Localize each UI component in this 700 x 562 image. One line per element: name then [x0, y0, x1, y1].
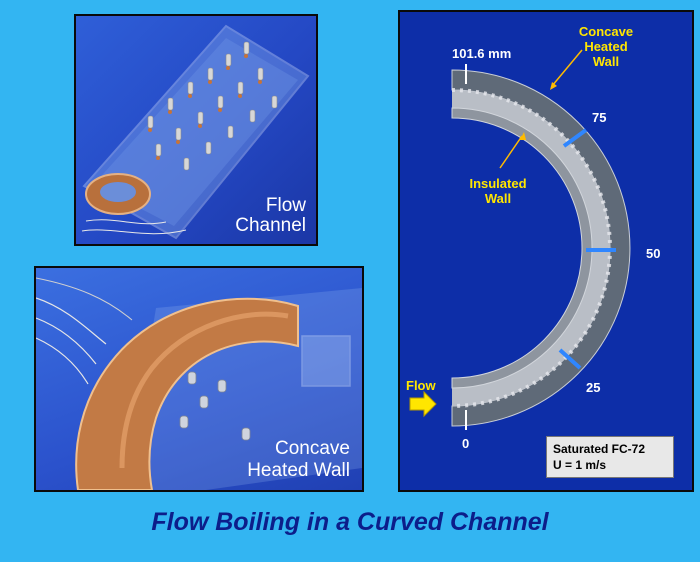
- station-25-label: 25: [586, 380, 601, 395]
- concave-wall-leader: [551, 49, 583, 87]
- curved-channel-schematic: 101.6 mm Concave Heated Wall Insulated W…: [398, 10, 694, 492]
- fluid-text: Saturated FC-72: [553, 442, 646, 456]
- station-25-marker: [558, 348, 582, 370]
- label-line: Concave: [578, 24, 634, 39]
- concave-heated-wall-photo: Concave Heated Wall: [34, 266, 364, 492]
- flow-channel-photo: Flow Channel: [74, 14, 318, 246]
- heated-wall-caption: Concave Heated Wall: [247, 438, 350, 482]
- flow-channel-illustration: [81, 24, 310, 240]
- heated-wall-illustration: [36, 277, 362, 490]
- caption-line: Heated Wall: [247, 460, 350, 481]
- caption-line: Channel: [235, 215, 306, 236]
- insulated-wall-label: Insulated Wall: [450, 176, 546, 206]
- label-line: Heated: [584, 39, 628, 54]
- station-50-label: 50: [646, 246, 661, 261]
- station-75-label: 75: [592, 110, 607, 125]
- page-title: Flow Boiling in a Curved Channel: [151, 508, 549, 536]
- label-line: Wall: [592, 54, 620, 69]
- flow-channel-caption: Flow Channel: [235, 196, 306, 236]
- concave-heated-wall-label: Concave Heated Wall: [568, 24, 644, 69]
- conditions-box: Saturated FC-72 U = 1 m/s: [546, 436, 674, 478]
- velocity-text: U = 1 m/s: [553, 458, 607, 472]
- station-75-marker: [562, 128, 588, 148]
- caption-line: Concave: [275, 438, 350, 459]
- channel-arc-diagram: [409, 49, 631, 430]
- label-line: Insulated: [469, 176, 527, 191]
- caption-line: Flow: [265, 195, 306, 216]
- start-label: 101.6 mm: [452, 46, 512, 61]
- label-line: Wall: [484, 191, 512, 206]
- flow-label: Flow: [406, 378, 436, 393]
- station-0-label: 0: [462, 436, 470, 451]
- insulated-wall-leader: [499, 135, 523, 169]
- flow-arrow-icon: [409, 390, 437, 418]
